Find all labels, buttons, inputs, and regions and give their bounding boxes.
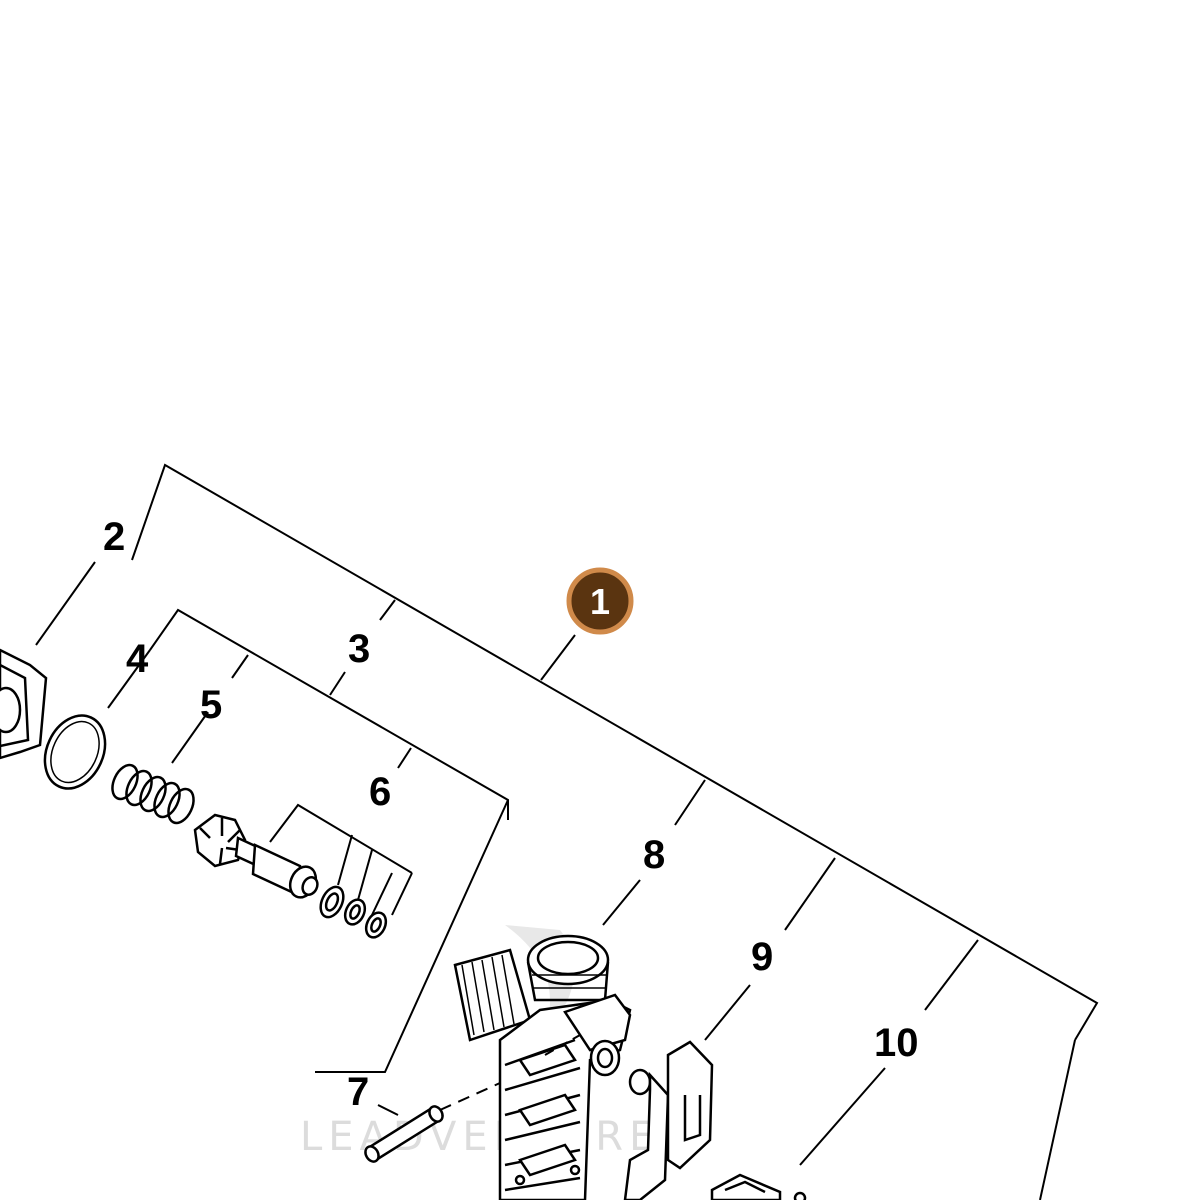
- part-2-hex-nut: [0, 648, 48, 760]
- assembly-badge[interactable]: 1: [566, 567, 634, 635]
- callout-2: 2: [103, 515, 125, 559]
- callout-4: 4: [126, 637, 149, 681]
- part-8-valve-body: [453, 934, 632, 1200]
- callout-3: 3: [348, 627, 370, 671]
- part-8-dashed-guide: [544, 1034, 581, 1056]
- part-4-o-ring-inner: [50, 720, 100, 784]
- callout-8: 8: [643, 833, 665, 877]
- callout-7: 7: [347, 1070, 369, 1114]
- part-4-o-ring: [43, 714, 107, 790]
- assembly-badge-number: 1: [590, 581, 610, 622]
- assembly-badge-circle: [566, 567, 634, 635]
- part-9-clip: [623, 1040, 714, 1200]
- callout-9: 9: [751, 935, 773, 979]
- callout-10: 10: [874, 1021, 919, 1065]
- callout-5: 5: [200, 683, 222, 727]
- callout-6: 6: [369, 770, 391, 814]
- part-5-spring: [111, 763, 195, 825]
- leader-lines: [35, 463, 1099, 1200]
- part-7-pin: [364, 1105, 444, 1163]
- part-10-fragment: [710, 1173, 807, 1200]
- part-6-o-rings: [319, 885, 388, 939]
- part-3-valve-stem: [193, 813, 319, 899]
- watermark-text: LEADVENTURE: [300, 1114, 660, 1160]
